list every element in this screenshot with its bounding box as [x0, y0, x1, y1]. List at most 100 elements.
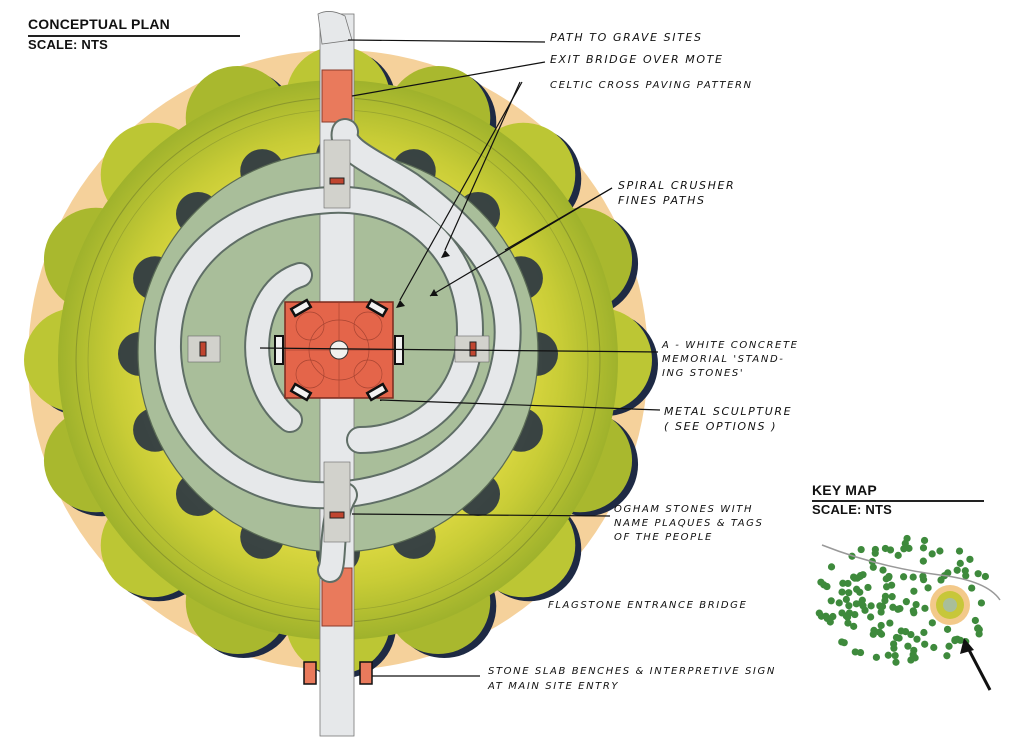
- keymap-tree: [850, 622, 858, 630]
- keymap-tree: [909, 607, 917, 615]
- keymap-tree: [956, 559, 964, 567]
- keymap-tree: [920, 536, 929, 545]
- keymap-tree: [891, 651, 899, 660]
- ogham-stone: [329, 177, 345, 185]
- standing-stone: [289, 298, 313, 318]
- label-exit-bridge: EXIT BRIDGE OVER MOTE: [550, 53, 724, 66]
- keymap-tree: [930, 643, 938, 652]
- keymap-tree: [886, 619, 894, 627]
- plan-title: CONCEPTUAL PLAN: [28, 16, 170, 32]
- ogham-stone: [469, 341, 477, 357]
- keymap-tree: [885, 572, 893, 581]
- keymap-tree: [953, 566, 961, 574]
- keymap-tree: [928, 619, 936, 627]
- keymap-tree: [981, 572, 990, 581]
- leader-lines: [259, 39, 661, 677]
- keymap-tree: [881, 592, 890, 600]
- keymap-tree: [909, 573, 917, 581]
- label-memorial-2: MEMORIAL 'STAND-: [662, 354, 785, 365]
- keymap-tree: [877, 603, 885, 611]
- keymap-tree: [867, 613, 875, 621]
- keymap-tree: [889, 603, 897, 611]
- keymap-tree: [921, 640, 929, 648]
- keymap-tree: [907, 630, 915, 639]
- keymap-tree: [921, 604, 929, 612]
- keymap-tree: [844, 619, 852, 627]
- celtic-cross-paving: [285, 302, 393, 398]
- label-sculpture-1: METAL SCULPTURE: [664, 405, 793, 418]
- keymap-tree: [839, 579, 847, 587]
- keymap-tree: [838, 588, 846, 596]
- keymap-tree: [859, 571, 867, 579]
- keymap-tree: [827, 597, 835, 605]
- label-benches-1: STONE SLAB BENCHES & INTERPRETIVE SIGN: [488, 666, 776, 677]
- keymap-tree: [910, 587, 918, 595]
- keymap-tree: [879, 566, 887, 574]
- keymap-tree: [913, 635, 921, 643]
- keymap-tree: [971, 616, 979, 625]
- keymap-tree: [902, 598, 910, 606]
- keymap-tree: [883, 583, 891, 591]
- label-entrance-bridge: FLAGSTONE ENTRANCE BRIDGE: [548, 600, 748, 611]
- keymap-site-core: [943, 598, 957, 612]
- spiral-path: [155, 120, 520, 508]
- path-to-grave: [317, 11, 353, 45]
- keymap-tree: [968, 584, 976, 592]
- keymap-tree: [903, 534, 911, 543]
- label-benches-2: AT MAIN SITE ENTRY: [488, 681, 620, 692]
- keymap-tree: [856, 648, 865, 657]
- keymap-tree: [869, 563, 877, 571]
- plan-title-underline: [28, 35, 240, 37]
- standing-stone: [365, 382, 389, 402]
- keymap-tree: [943, 625, 952, 633]
- keymap-tree: [850, 573, 858, 581]
- plan-scale: SCALE: NTS: [28, 37, 108, 52]
- keymap-arrow: [966, 647, 992, 691]
- keymap-tree: [975, 630, 983, 638]
- keymap-tree: [901, 627, 910, 636]
- keymap-tree: [851, 648, 859, 656]
- plaza-bench-west: [274, 335, 284, 365]
- keymap-tree: [857, 545, 865, 554]
- keymap-tree: [912, 600, 920, 609]
- triskele-center: [329, 340, 349, 360]
- keymap-tree: [851, 610, 859, 619]
- leader-arrowheads: [396, 250, 450, 308]
- keymap-tree: [900, 573, 908, 581]
- key-map: [813, 532, 1001, 691]
- keymap-tree: [951, 636, 959, 644]
- keymap-tree: [871, 545, 879, 554]
- keymap-tree: [910, 646, 918, 654]
- label-spiral-2: FINES PATHS: [618, 194, 706, 207]
- keymap-title-underline: [812, 500, 984, 502]
- label-ogham-3: OF THE PEOPLE: [614, 532, 713, 543]
- cobble-strip-north: [323, 139, 351, 209]
- keymap-tree: [977, 599, 986, 607]
- keymap-tree: [817, 578, 825, 586]
- keymap-tree: [840, 639, 848, 647]
- keymap-tree: [838, 609, 846, 617]
- label-ogham-1: OGHAM STONES WITH: [614, 504, 754, 515]
- keymap-tree: [864, 583, 872, 592]
- keymap-tree: [888, 593, 896, 601]
- keymap-tree: [955, 547, 964, 555]
- keymap-tree: [945, 642, 953, 650]
- cobble-strip-south: [323, 461, 351, 543]
- standing-stone: [289, 382, 313, 402]
- keymap-tree: [919, 572, 927, 580]
- keymap-tree: [900, 545, 908, 553]
- label-celtic-cross: CELTIC CROSS PAVING PATTERN: [550, 80, 753, 91]
- keymap-tree: [962, 572, 970, 580]
- keymap-tree: [919, 557, 927, 565]
- keymap-tree: [892, 658, 900, 666]
- keymap-tree: [872, 653, 880, 661]
- keymap-arrowhead: [960, 638, 974, 654]
- keymap-tree: [875, 628, 884, 636]
- keymap-tree: [974, 624, 982, 632]
- keymap-tree: [815, 609, 823, 617]
- keymap-tree: [869, 630, 877, 638]
- ogham-stone: [329, 511, 345, 519]
- keymap-tree: [924, 584, 932, 592]
- keymap-tree: [877, 621, 885, 630]
